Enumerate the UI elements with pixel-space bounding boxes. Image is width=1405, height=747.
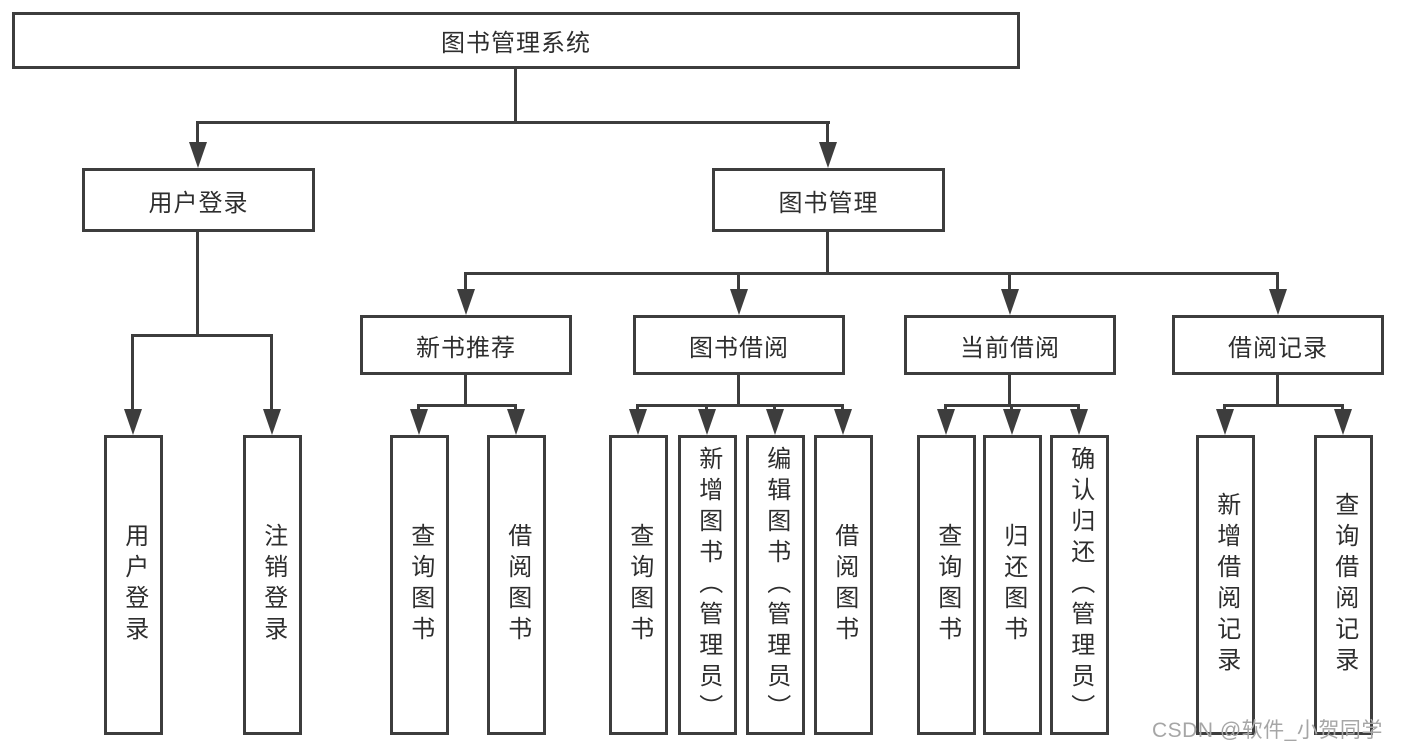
node-user-login-label: 用户登录 [148,189,249,217]
connector-drop-leaf-logout [270,335,273,415]
leaf-nb-borrow-books: 借阅图书 [487,435,546,735]
connector-bb-bus [636,404,844,407]
connector-cb-stem [1008,375,1011,407]
connector-drop-user-login [196,122,199,150]
arrowhead-cb-query [937,409,955,435]
connector-drop-book-borrow [737,273,740,295]
connector-user-login-bus [131,334,273,337]
node-new-book-recommend-label: 新书推荐 [416,334,516,362]
leaf-nb-query-books-label: 查询图书 [406,523,434,647]
leaf-user-login-label: 用户登录 [120,523,148,647]
connector-nb-bus [417,404,517,407]
leaf-br-query-record-label: 查询借阅记录 [1330,492,1358,678]
connector-br-stem [1276,375,1279,407]
leaf-bb-edit-books-admin-label: 编辑图书（管理员） [762,445,790,725]
connector-bb-stem [737,375,740,407]
connector-nb-stem [464,375,467,407]
arrowhead-bb-borrow [834,409,852,435]
arrowhead-book-management [819,142,837,168]
arrowhead-br-add [1216,409,1234,435]
arrowhead-cb-return [1003,409,1021,435]
connector-drop-borrow-records [1276,273,1279,295]
connector-drop-current-borrow [1008,273,1011,295]
arrowhead-nb-borrow [507,409,525,435]
csdn-watermark: CSDN @软件_小贺同学 [1152,719,1383,742]
node-root-label: 图书管理系统 [441,30,591,57]
leaf-bb-add-books-admin: 新增图书（管理员） [678,435,737,735]
arrowhead-book-borrow [730,289,748,315]
node-current-borrow: 当前借阅 [904,315,1116,375]
leaf-bb-add-books-admin-label: 新增图书（管理员） [694,445,722,725]
leaf-cb-confirm-return-admin: 确认归还（管理员） [1050,435,1109,735]
leaf-logout-label: 注销登录 [259,523,287,647]
connector-book-management-stem [826,232,829,275]
node-borrow-records-label: 借阅记录 [1228,334,1328,362]
leaf-cb-query-books: 查询图书 [917,435,976,735]
node-book-borrow: 图书借阅 [633,315,845,375]
node-book-management-label: 图书管理 [778,189,879,217]
node-borrow-records: 借阅记录 [1172,315,1384,375]
arrowhead-bb-query [629,409,647,435]
arrowhead-bb-edit [766,409,784,435]
leaf-cb-return-books-label: 归还图书 [999,523,1027,647]
arrowhead-br-query [1334,409,1352,435]
leaf-br-query-record: 查询借阅记录 [1314,435,1373,735]
arrowhead-user-login [189,142,207,168]
arrowhead-new-books [457,289,475,315]
connector-drop-new-books [464,273,467,295]
leaf-cb-query-books-label: 查询图书 [933,523,961,647]
leaf-br-add-record: 新增借阅记录 [1196,435,1255,735]
node-book-management: 图书管理 [712,168,945,232]
node-book-borrow-label: 图书借阅 [689,334,789,362]
leaf-bb-query-books-label: 查询图书 [625,523,653,647]
leaf-nb-borrow-books-label: 借阅图书 [503,523,531,647]
connector-user-login-stem [196,232,199,337]
leaf-bb-borrow-books: 借阅图书 [814,435,873,735]
arrowhead-borrow-records [1269,289,1287,315]
connector-root-bus [196,121,830,124]
arrowhead-cb-confirm [1070,409,1088,435]
leaf-nb-query-books: 查询图书 [390,435,449,735]
leaf-bb-borrow-books-label: 借阅图书 [830,523,858,647]
arrowhead-leaf-login [124,409,142,435]
arrowhead-leaf-logout [263,409,281,435]
connector-root-stem [514,69,517,123]
node-root: 图书管理系统 [12,12,1020,69]
leaf-user-login: 用户登录 [104,435,163,735]
connector-drop-leaf-login [131,335,134,415]
arrowhead-nb-query [410,409,428,435]
node-new-book-recommend: 新书推荐 [360,315,572,375]
connector-drop-book-management [826,122,829,150]
leaf-cb-return-books: 归还图书 [983,435,1042,735]
arrowhead-current-borrow [1001,289,1019,315]
leaf-bb-edit-books-admin: 编辑图书（管理员） [746,435,805,735]
connector-br-bus [1223,404,1344,407]
node-user-login: 用户登录 [82,168,315,232]
node-current-borrow-label: 当前借阅 [960,334,1060,362]
connector-book-management-bus [464,272,1279,275]
leaf-logout: 注销登录 [243,435,302,735]
arrowhead-bb-add [698,409,716,435]
leaf-br-add-record-label: 新增借阅记录 [1212,492,1240,678]
leaf-cb-confirm-return-admin-label: 确认归还（管理员） [1066,445,1094,725]
leaf-bb-query-books: 查询图书 [609,435,668,735]
